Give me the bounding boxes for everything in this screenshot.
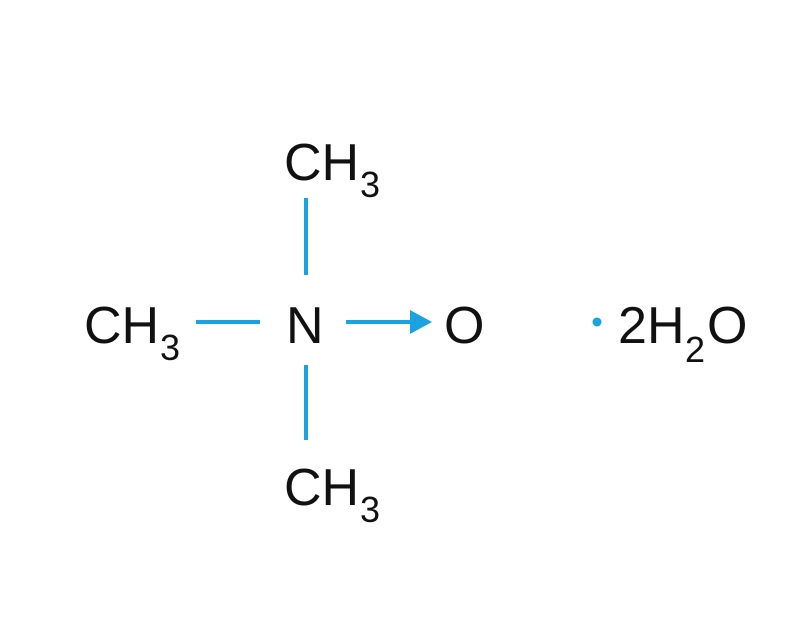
top-ch-label: CH [284, 134, 359, 192]
hydrate-o: O [707, 297, 747, 355]
bonds [196, 198, 412, 440]
hydrate-coefficient: 2 [618, 297, 647, 355]
left-subscript: 3 [160, 327, 180, 368]
hydrate-subscript: 2 [685, 329, 705, 370]
arrow-head-icon [410, 310, 432, 334]
oxygen-atom: O [444, 297, 484, 355]
left-ch-label: CH [84, 297, 159, 355]
bottom-ch-label: CH [284, 459, 359, 517]
hydrate-dot [592, 317, 602, 327]
left-methyl: CH 3 [84, 297, 180, 368]
top-methyl: CH 3 [284, 134, 380, 205]
bottom-subscript: 3 [360, 489, 380, 530]
top-subscript: 3 [360, 164, 380, 205]
hydrate-h: H [647, 297, 685, 355]
nitrogen-atom: N [286, 297, 324, 355]
bottom-methyl: CH 3 [284, 459, 380, 530]
water-of-hydration: 2 H 2 O [618, 297, 747, 370]
